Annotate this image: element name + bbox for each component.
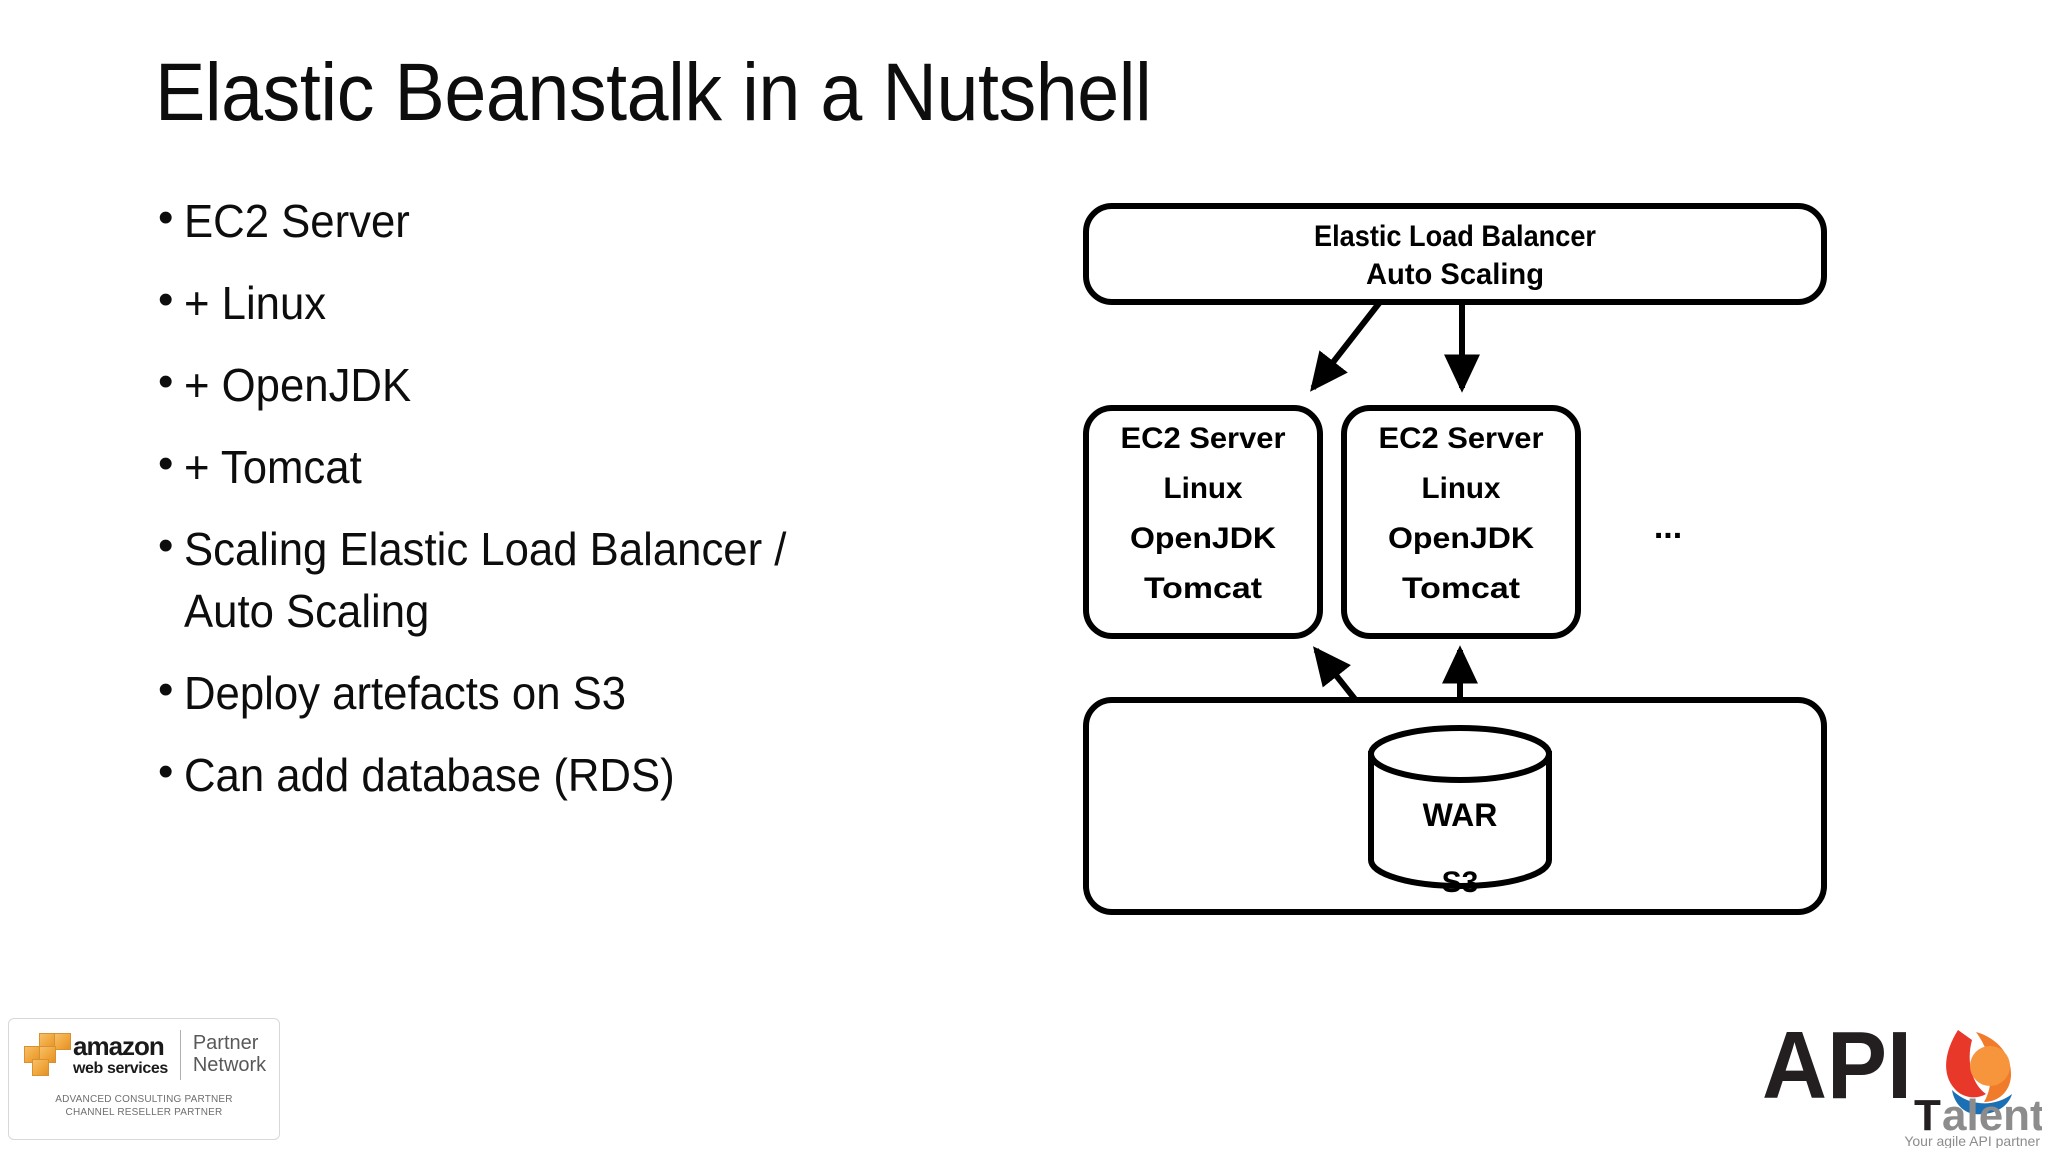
architecture-diagram: Elastic Load Balancer Auto Scaling EC2 S… <box>1060 180 1860 940</box>
bullet-list: • EC2 Server • + Linux • + OpenJDK • + T… <box>150 190 950 826</box>
aws-wordmark: amazon web services <box>73 1033 168 1077</box>
list-item: • Scaling Elastic Load Balancer / Auto S… <box>150 518 950 642</box>
list-item: • Deploy artefacts on S3 <box>150 662 950 724</box>
more-servers-ellipsis: ... <box>1654 508 1682 546</box>
aws-brand-line1: amazon <box>73 1031 165 1061</box>
list-item: • EC2 Server <box>150 190 950 252</box>
api-wordmark: API <box>1762 1012 1912 1119</box>
partner-network-line1: Partner <box>192 1032 259 1055</box>
bullet-marker-icon: • <box>158 193 174 242</box>
aws-cubes-icon <box>23 1033 71 1077</box>
war-label: WAR <box>1423 797 1498 833</box>
bullet-marker-icon: • <box>158 275 174 324</box>
ec2-right-label-line1: EC2 Server <box>1379 422 1544 455</box>
aws-logo-lockup: amazon web services Partner Network <box>9 1019 279 1091</box>
ec2-left-label-line1: EC2 Server <box>1121 422 1286 455</box>
partner-network-line2: Network <box>192 1054 267 1076</box>
list-item-label: + Linux <box>184 277 327 329</box>
ec2-right-label-line4: Tomcat <box>1402 572 1520 605</box>
page-title: Elastic Beanstalk in a Nutshell <box>155 47 1152 138</box>
war-artifact-cylinder: WAR <box>1368 725 1552 889</box>
aws-partner-tier: ADVANCED CONSULTING PARTNER CHANNEL RESE… <box>9 1093 279 1119</box>
ec2-server-node-right: EC2 Server Linux OpenJDK Tomcat <box>1341 405 1581 639</box>
s3-label: S3 <box>1442 866 1479 899</box>
flame-leaf-icon <box>1946 1030 2012 1115</box>
aws-logo-divider <box>179 1030 181 1080</box>
elastic-load-balancer-label-line2: Auto Scaling <box>1366 258 1544 291</box>
list-item: • + Tomcat <box>150 436 950 498</box>
bullet-marker-icon: • <box>158 747 174 796</box>
arrow-elb-to-ec2-left <box>1310 300 1383 392</box>
partner-network-wordmark: Partner Network <box>193 1033 266 1076</box>
aws-tier-line2: CHANNEL RESELLER PARTNER <box>65 1107 223 1118</box>
talent-t-letter: T <box>1914 1091 1941 1140</box>
ec2-right-label-line3: OpenJDK <box>1388 522 1534 555</box>
ec2-left-label-line4: Tomcat <box>1144 572 1262 605</box>
list-item-label: + Tomcat <box>184 441 362 493</box>
bullet-marker-icon: • <box>158 357 174 406</box>
api-talent-logo: API T alent Your agile API partner <box>1762 1012 2042 1148</box>
ec2-left-label-line3: OpenJDK <box>1130 522 1276 555</box>
elastic-load-balancer-node: Elastic Load Balancer Auto Scaling <box>1083 203 1827 305</box>
ec2-left-label-line2: Linux <box>1164 472 1243 505</box>
elastic-load-balancer-label-line1: Elastic Load Balancer <box>1314 220 1596 253</box>
bullet-marker-icon: • <box>158 665 174 714</box>
list-item: • + OpenJDK <box>150 354 950 416</box>
list-item-label: Scaling Elastic Load Balancer / Auto Sca… <box>184 523 787 637</box>
talent-alent-letters: alent <box>1942 1091 2042 1140</box>
list-item-label: Can add database (RDS) <box>184 749 675 801</box>
list-item-label: EC2 Server <box>184 195 410 247</box>
aws-brand-line2: web services <box>73 1060 168 1077</box>
ec2-server-node-left: EC2 Server Linux OpenJDK Tomcat <box>1083 405 1323 639</box>
api-talent-tagline: Your agile API partner <box>1904 1133 2040 1148</box>
list-item-label: Deploy artefacts on S3 <box>184 667 627 719</box>
bullet-marker-icon: • <box>158 439 174 488</box>
aws-tier-line1: ADVANCED CONSULTING PARTNER <box>55 1094 233 1105</box>
list-item-label: + OpenJDK <box>184 359 412 411</box>
list-item: • Can add database (RDS) <box>150 744 950 806</box>
aws-partner-network-logo: amazon web services Partner Network ADVA… <box>8 1018 280 1140</box>
bullet-marker-icon: • <box>158 521 174 570</box>
ec2-right-label-line2: Linux <box>1422 472 1501 505</box>
list-item: • + Linux <box>150 272 950 334</box>
